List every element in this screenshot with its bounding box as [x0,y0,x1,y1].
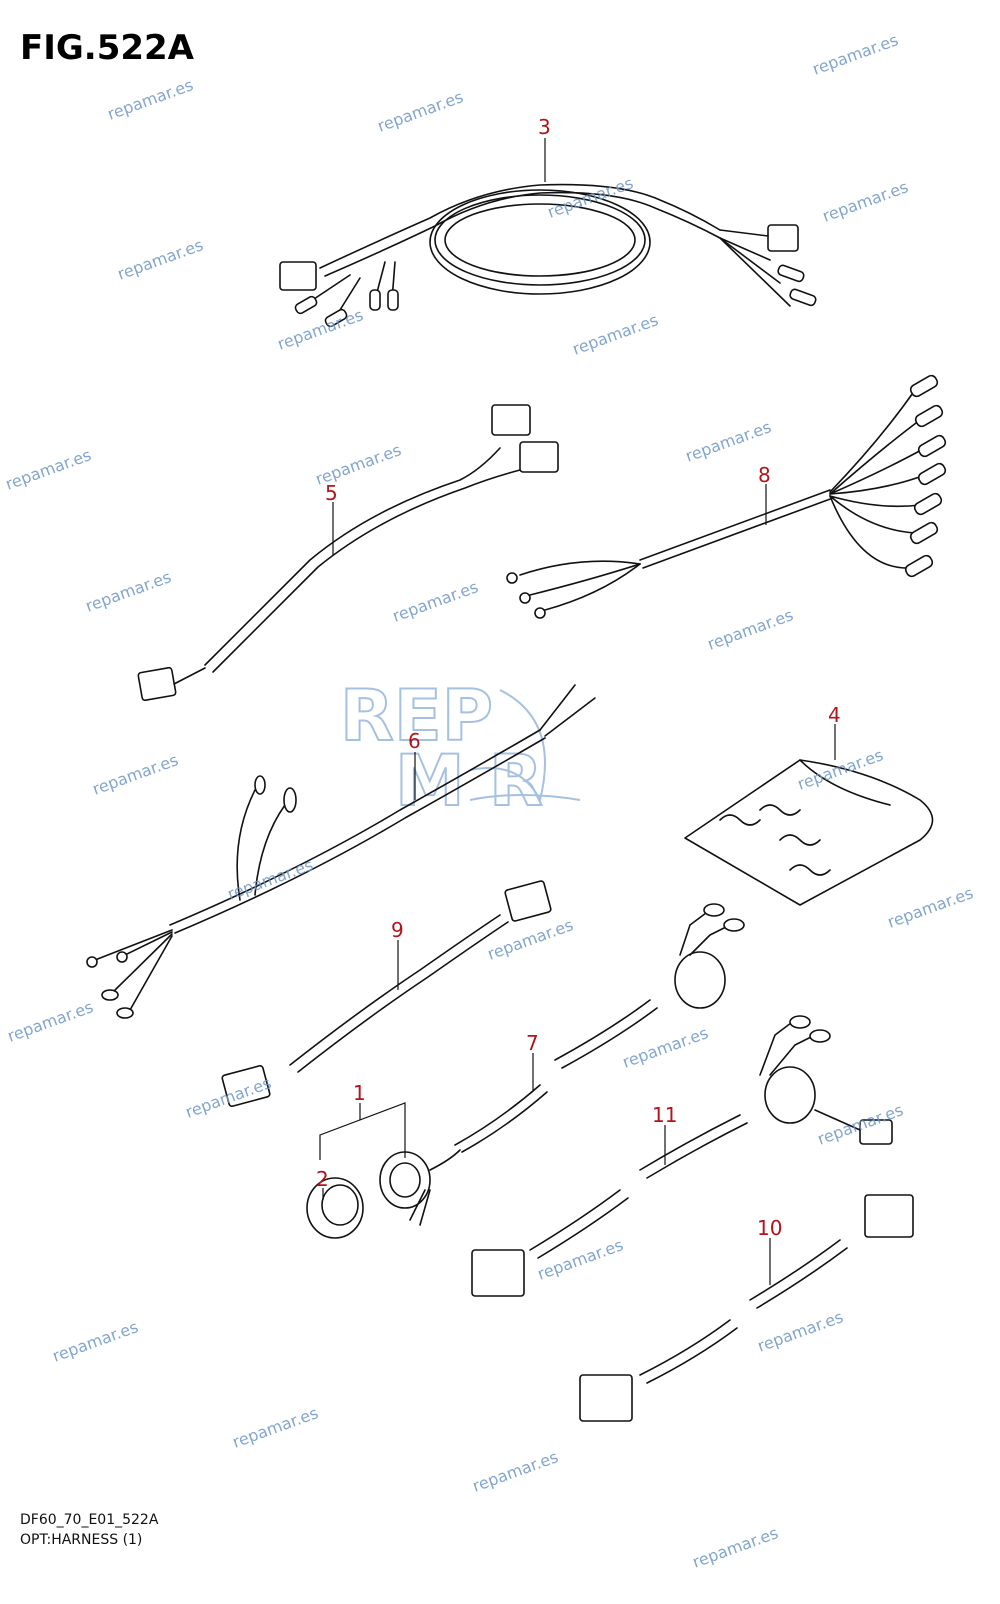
callout-5: 5 [325,481,338,505]
leader-lines [319,138,836,1285]
watermark-text: repamar.es [810,30,901,79]
figure-subtitle: OPT:HARNESS (1) [20,1532,143,1548]
callout-4: 4 [828,703,841,727]
watermark-text: repamar.es [485,915,576,964]
logo-line-1: REP [340,675,493,757]
watermark-text: repamar.es [225,855,316,904]
watermark-text: repamar.es [105,75,196,124]
connector-right [767,224,799,252]
part-8-harness [506,374,947,619]
callout-1: 1 [353,1081,366,1105]
part-6-harness [86,684,596,1019]
figure-code: DF60_70_E01_522A [20,1512,159,1528]
watermark-text: repamar.es [755,1307,846,1356]
watermark-text: repamar.es [390,577,481,626]
part-3-main-harness [279,183,817,328]
watermark-text: repamar.es [115,235,206,284]
watermark-text: repamar.es [83,567,174,616]
watermark-text: repamar.es [50,1317,141,1366]
callout-9: 9 [391,918,404,942]
part-4-bag [684,759,934,906]
watermark-text: repamar.es [470,1447,561,1496]
brand-logo-watermark: REP M R [339,674,581,823]
watermark-text: repamar.es [705,605,796,654]
watermark-text: repamar.es [690,1523,781,1572]
watermark-text: repamar.es [275,305,366,354]
callout-2: 2 [316,1167,329,1191]
part-10-harness [579,1194,914,1422]
watermark-text: repamar.es [90,750,181,799]
callout-11: 11 [652,1103,677,1127]
watermark-text: repamar.es [570,310,661,359]
callout-3: 3 [538,115,551,139]
watermark-text: repamar.es [3,445,94,494]
figure-title: FIG.522A [20,28,194,68]
watermark-text: repamar.es [885,883,976,932]
part-11-harness [471,1015,893,1297]
callout-6: 6 [408,729,421,753]
watermark-text: repamar.es [820,177,911,226]
callout-7: 7 [526,1031,539,1055]
callout-10: 10 [757,1216,782,1240]
part-1-2-socket [306,1149,461,1239]
watermark-text: repamar.es [535,1235,626,1284]
watermark-text: repamar.es [620,1023,711,1072]
watermark-text: repamar.es [375,87,466,136]
part-9-harness [221,880,552,1108]
watermark-text: repamar.es [313,440,404,489]
part-7-harness [454,903,745,1153]
connector-left [279,261,317,291]
watermark-text: repamar.es [230,1403,321,1452]
watermark-text: repamar.es [683,417,774,466]
callout-labels: 3 5 8 6 4 9 7 1 2 11 10 [316,115,841,1240]
watermark-text: repamar.es [5,997,96,1046]
part-5-harness [137,404,559,702]
callout-8: 8 [758,463,771,487]
